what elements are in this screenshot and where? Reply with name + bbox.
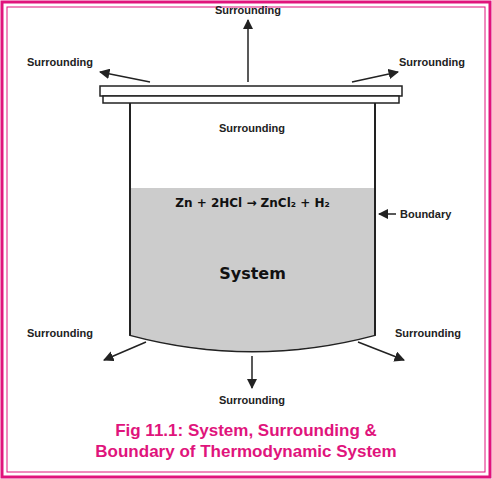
heat-arrow — [100, 72, 150, 82]
heat-arrow — [358, 342, 404, 360]
heat-arrow — [104, 342, 146, 360]
liquid-fill — [131, 188, 374, 351]
heat-arrow — [352, 72, 398, 82]
figure-caption: Fig 11.1: System, Surrounding & Boundary… — [86, 420, 406, 463]
heat-arrow — [251, 356, 253, 388]
boundary-label: Boundary — [400, 208, 451, 220]
heat-arrow — [247, 20, 249, 82]
surrounding-label: Surrounding — [395, 327, 461, 339]
vessel-body — [130, 102, 375, 352]
surrounding-label: Surrounding — [399, 56, 465, 68]
surrounding-label: Surrounding — [27, 327, 93, 339]
vessel-lid — [100, 86, 402, 96]
surrounding-label: Surrounding — [215, 4, 281, 16]
boundary-pointer — [379, 213, 396, 215]
surrounding-label: Surrounding — [219, 122, 285, 134]
reaction-equation: Zn + 2HCl → ZnCl₂ + H₂ — [175, 196, 330, 210]
system-label: System — [219, 264, 286, 283]
frame-inner — [7, 7, 485, 472]
lid-rim — [103, 96, 399, 103]
surrounding-label: Surrounding — [27, 56, 93, 68]
system-region: Zn + 2HCl → ZnCl₂ + H₂ System — [131, 188, 374, 351]
surrounding-label: Surrounding — [219, 394, 285, 406]
